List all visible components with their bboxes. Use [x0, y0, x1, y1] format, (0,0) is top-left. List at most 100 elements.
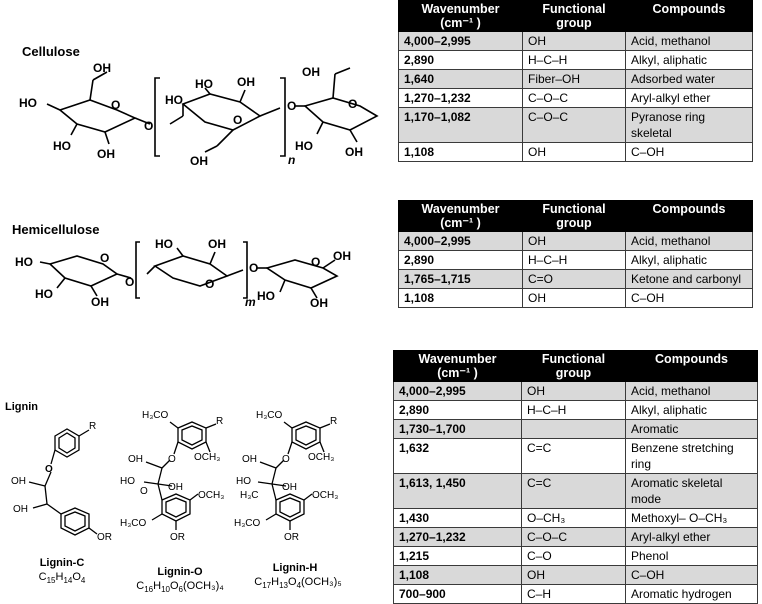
- svg-text:O: O: [205, 277, 214, 291]
- compounds-cell: Methoxyl– O–CH₃: [625, 508, 758, 528]
- svg-text:HO: HO: [19, 96, 37, 110]
- svg-text:m: m: [245, 295, 256, 307]
- svg-text:O: O: [311, 255, 320, 269]
- svg-text:O: O: [287, 99, 296, 113]
- functional-group-cell: C–O: [521, 546, 626, 566]
- svg-text:O: O: [111, 98, 120, 112]
- compounds-cell: Aromatic hydrogen: [625, 584, 758, 604]
- svg-text:OR: OR: [284, 532, 299, 543]
- svg-text:OCH₃: OCH₃: [198, 490, 224, 501]
- compounds-cell: Pyranose ring skeletal: [625, 107, 753, 143]
- functional-group-cell: O–CH₃: [521, 508, 626, 528]
- wavenumber-cell: 1,108: [393, 565, 522, 585]
- wavenumber-cell: 1,270–1,232: [393, 527, 522, 547]
- svg-text:OH: OH: [333, 249, 351, 263]
- wavenumber-cell: 1,215: [393, 546, 522, 566]
- compounds-cell: Aryl-alkyl ether: [625, 527, 758, 547]
- svg-text:OH: OH: [302, 65, 320, 79]
- svg-text:HO: HO: [236, 476, 251, 487]
- svg-text:OH: OH: [345, 145, 363, 159]
- svg-text:OH: OH: [11, 476, 26, 487]
- svg-text:O: O: [233, 113, 242, 127]
- wavenumber-header: Wavenumber(cm⁻¹ ): [398, 200, 523, 232]
- wavenumber-cell: 1,730–1,700: [393, 419, 522, 439]
- svg-text:H₃C: H₃C: [240, 490, 259, 501]
- lignin-title: Lignin: [5, 401, 38, 413]
- svg-text:R: R: [330, 416, 337, 427]
- wavenumber-cell: 1,613, 1,450: [393, 473, 522, 509]
- svg-text:OR: OR: [97, 532, 112, 543]
- svg-text:HO: HO: [195, 77, 213, 91]
- svg-text:OH: OH: [190, 154, 208, 168]
- functional-group-cell: OH: [521, 381, 626, 401]
- compounds-cell: Acid, methanol: [625, 381, 758, 401]
- svg-text:O: O: [249, 261, 258, 275]
- lignin-h-label: Lignin-H: [272, 562, 318, 574]
- functional-group-cell: [521, 419, 626, 439]
- compounds-cell: Benzene stretching ring: [625, 438, 758, 474]
- hemicellulose-structure: HO HO OH O O HO OH O O O OH HO OH m: [15, 237, 351, 307]
- lignin-c-structure: R O OH OH OR: [11, 421, 112, 543]
- svg-text:OH: OH: [91, 295, 109, 307]
- compounds-cell: C–OH: [625, 288, 753, 308]
- functional-group-cell: C–H: [521, 584, 626, 604]
- wavenumber-cell: 4,000–2,995: [393, 381, 522, 401]
- svg-text:OR: OR: [170, 532, 185, 543]
- compounds-cell: Alkyl, aliphatic: [625, 400, 758, 420]
- wavenumber-header: Wavenumber(cm⁻¹ ): [393, 350, 522, 382]
- compounds-header: Compounds: [625, 0, 753, 32]
- functional-group-cell: OH: [522, 231, 626, 251]
- lignin-o-formula: C16H10O6(OCH₃)₄: [136, 580, 224, 595]
- compounds-cell: Acid, methanol: [625, 31, 753, 51]
- svg-text:O: O: [140, 486, 148, 497]
- functional-group-cell: C–O–C: [521, 527, 626, 547]
- svg-text:O: O: [168, 454, 176, 465]
- lignin-c-label: Lignin-C: [39, 557, 85, 569]
- cellulose-title: Cellulose: [22, 44, 80, 59]
- svg-text:HO: HO: [155, 237, 173, 251]
- svg-text:OH: OH: [97, 147, 115, 161]
- compounds-cell: Alkyl, aliphatic: [625, 250, 753, 270]
- wavenumber-cell: 1,170–1,082: [398, 107, 523, 143]
- compounds-cell: Alkyl, aliphatic: [625, 50, 753, 70]
- wavenumber-cell: 2,890: [398, 250, 523, 270]
- svg-text:n: n: [288, 153, 295, 167]
- compounds-cell: Aromatic skeletal mode: [625, 473, 758, 509]
- svg-text:HO: HO: [257, 289, 275, 303]
- lignin-c-formula: C15H14O4: [38, 571, 86, 586]
- wavenumber-cell: 1,108: [398, 288, 523, 308]
- svg-text:OH: OH: [13, 504, 28, 515]
- compounds-header: Compounds: [625, 200, 753, 232]
- wavenumber-cell: 1,640: [398, 69, 523, 89]
- svg-text:R: R: [89, 421, 96, 432]
- svg-text:OH: OH: [242, 454, 257, 465]
- compounds-cell: Aryl-alkyl ether: [625, 88, 753, 108]
- functional-group-cell: C–O–C: [522, 88, 626, 108]
- compounds-cell: C–OH: [625, 565, 758, 585]
- svg-text:OCH₃: OCH₃: [308, 452, 334, 463]
- wavenumber-cell: 1,765–1,715: [398, 269, 523, 289]
- svg-text:O: O: [282, 454, 290, 465]
- svg-text:R: R: [216, 416, 223, 427]
- functional-group-cell: OH: [522, 142, 626, 162]
- svg-text:HO: HO: [120, 476, 135, 487]
